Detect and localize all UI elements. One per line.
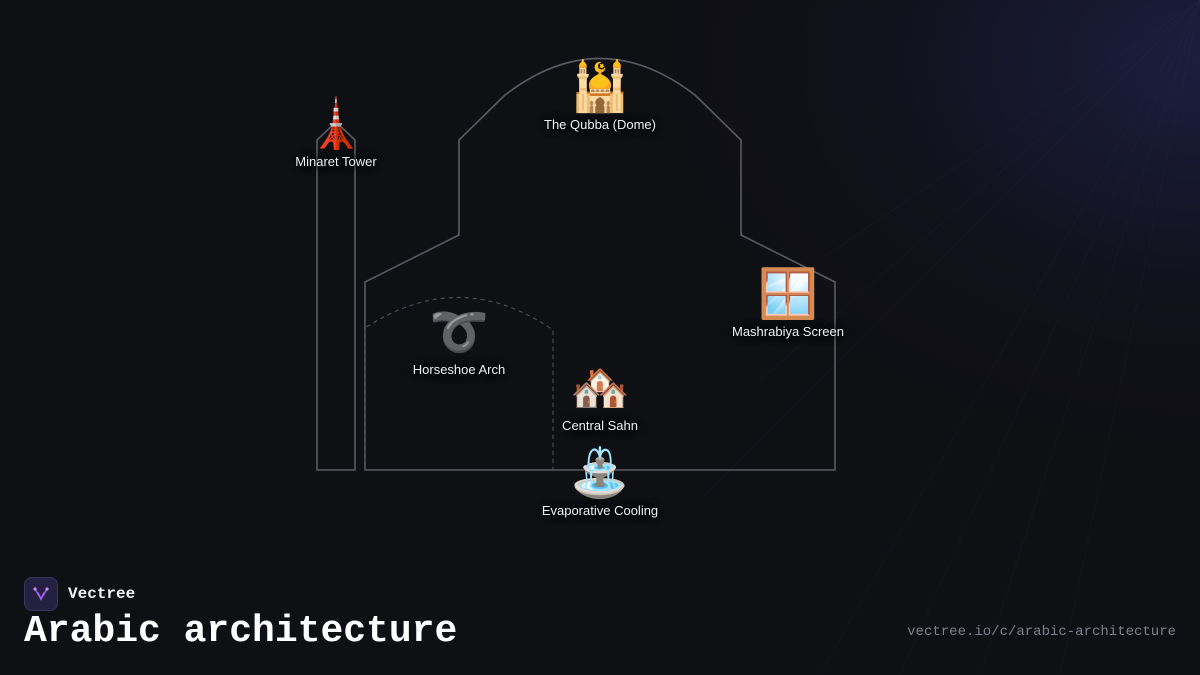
brand-name: Vectree bbox=[68, 585, 136, 603]
node-label: The Qubba (Dome) bbox=[544, 117, 656, 132]
page-url[interactable]: vectree.io/c/arabic-architecture bbox=[907, 624, 1176, 640]
node-qubba[interactable]: 🕌 The Qubba (Dome) bbox=[544, 61, 656, 132]
node-arch[interactable]: ➰ Horseshoe Arch bbox=[413, 306, 506, 377]
node-label: Evaporative Cooling bbox=[541, 503, 659, 518]
node-mashrabiya[interactable]: 🪟 Mashrabiya Screen bbox=[732, 268, 844, 339]
vectree-logo-icon bbox=[24, 577, 58, 611]
node-label: Central Sahn bbox=[562, 418, 638, 433]
houses-icon: 🏘️ bbox=[570, 362, 630, 415]
page-title: Arabic architecture bbox=[24, 610, 458, 653]
node-label: Mashrabiya Screen bbox=[732, 324, 844, 339]
mosque-outline bbox=[364, 57, 836, 471]
fountain-icon: ⛲ bbox=[570, 447, 630, 500]
node-label: Minaret Tower bbox=[295, 154, 377, 169]
window-icon: 🪟 bbox=[758, 268, 818, 321]
minaret-outline bbox=[316, 120, 356, 471]
node-sahn[interactable]: 🏘️ Central Sahn bbox=[562, 362, 638, 433]
node-cooling[interactable]: ⛲ Evaporative Cooling bbox=[542, 447, 658, 518]
node-label: Horseshoe Arch bbox=[412, 362, 506, 377]
tower-icon: 🗼 bbox=[306, 98, 366, 151]
node-minaret[interactable]: 🗼 Minaret Tower bbox=[295, 98, 376, 169]
brand[interactable]: Vectree bbox=[24, 577, 135, 611]
mosque-icon: 🕌 bbox=[570, 61, 630, 114]
arch-dashed-outline bbox=[364, 296, 554, 470]
loop-icon: ➰ bbox=[429, 306, 489, 359]
